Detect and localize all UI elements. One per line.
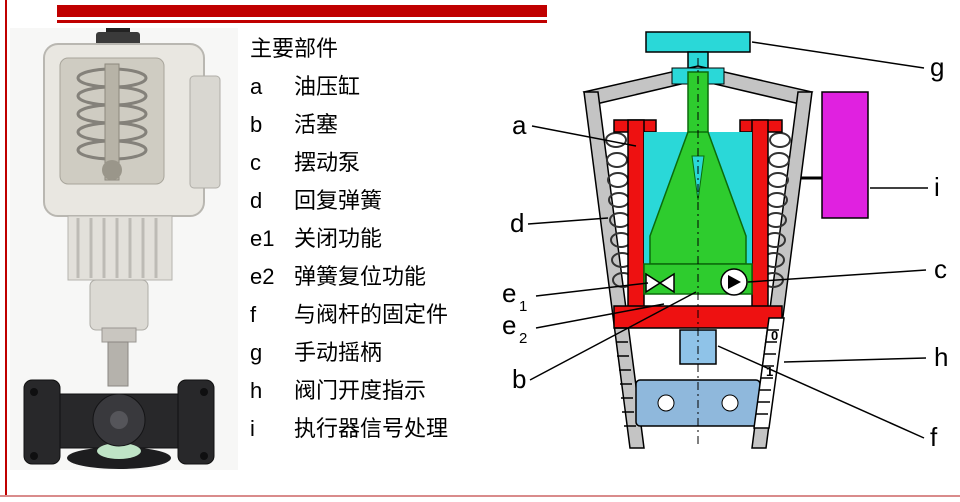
diagram-label-e1: e 1 — [502, 278, 527, 315]
svg-text:e: e — [502, 310, 516, 340]
legend-label: 回复弹簧 — [294, 188, 383, 213]
legend-key: c — [250, 150, 261, 175]
diagram-label-g: g — [930, 52, 944, 82]
parts-legend: 主要部件 a 油压缸 b 活塞 c 摆动泵 d 回复弹簧 e1 关闭功能 e2 … — [250, 36, 498, 454]
legend-key: b — [250, 112, 263, 137]
diagram-label-i: i — [934, 172, 940, 202]
leader-lines — [527, 41, 928, 439]
diagram-label-f: f — [930, 422, 938, 452]
slide-bottom-line — [0, 495, 960, 497]
slide-accent-bar — [57, 5, 547, 17]
diagram-label-c: c — [934, 254, 947, 284]
flange-bolts — [30, 388, 208, 460]
oil-cylinder — [613, 119, 783, 329]
legend-label: 阀门开度指示 — [294, 378, 427, 403]
closing-valve-symbol — [645, 272, 675, 294]
scale-mark-1: 1 — [766, 364, 773, 379]
swing-pump-symbol — [720, 268, 748, 296]
legend-title: 主要部件 — [250, 36, 339, 61]
diagram-label-e2: e 2 — [502, 310, 527, 347]
legend-item-c: c 摆动泵 — [250, 150, 498, 175]
diagram-label-b: b — [512, 364, 526, 394]
diagram-label-h: h — [934, 342, 948, 372]
legend-label: 摆动泵 — [294, 150, 361, 175]
legend-label: 关闭功能 — [294, 226, 383, 251]
stem-coupling — [101, 327, 137, 343]
legend-key: f — [250, 302, 257, 327]
actuator-photo-graphic — [10, 28, 238, 470]
actuator-lower-cylinder — [89, 279, 149, 331]
diagram-label-d: d — [510, 208, 524, 238]
legend-item-a: a 油压缸 — [250, 74, 498, 99]
valve-stem — [107, 341, 129, 387]
signal-processing-box — [821, 91, 869, 219]
legend-item-i: i 执行器信号处理 — [250, 416, 498, 441]
legend-item-g: g 手动摇柄 — [250, 340, 498, 365]
svg-text:d: d — [510, 208, 524, 238]
legend-label: 弹簧复位功能 — [294, 264, 427, 289]
legend-item-b: b 活塞 — [250, 112, 498, 137]
legend-key: e2 — [250, 264, 275, 289]
legend-label: 手动摇柄 — [294, 340, 383, 365]
legend-label: 与阀杆的固定件 — [294, 302, 449, 327]
actuator-schematic: 0 1 — [488, 28, 956, 473]
svg-text:e: e — [502, 278, 516, 308]
legend-item-e1: e1 关闭功能 — [250, 226, 498, 251]
actuator-photo — [10, 28, 238, 470]
svg-text:h: h — [934, 342, 948, 372]
actuator-rod-nut — [102, 160, 122, 180]
slide-left-border — [5, 0, 7, 497]
valve-center-hole — [110, 411, 128, 429]
legend-label: 活塞 — [294, 112, 339, 137]
svg-text:b: b — [512, 364, 526, 394]
svg-text:1: 1 — [519, 298, 527, 315]
diagram-label-a: a — [512, 110, 527, 140]
schematic-graphic: 0 1 — [502, 31, 948, 452]
opening-indicator-scale: 0 1 — [753, 317, 785, 429]
svg-text:g: g — [930, 52, 944, 82]
svg-text:a: a — [512, 110, 527, 140]
legend-key: d — [250, 188, 263, 213]
legend-key: i — [250, 416, 255, 441]
svg-text:i: i — [934, 172, 940, 202]
slide-accent-underline — [57, 20, 547, 23]
legend-item-f: f 与阀杆的固定件 — [250, 302, 498, 327]
left-wall-ticks — [615, 327, 636, 427]
svg-text:2: 2 — [519, 330, 527, 347]
legend-item-e2: e2 弹簧复位功能 — [250, 264, 498, 289]
legend-key: g — [250, 340, 263, 365]
svg-text:f: f — [930, 422, 938, 452]
legend-item-d: d 回复弹簧 — [250, 188, 498, 213]
valve-gasket — [97, 443, 141, 459]
legend-key: a — [250, 74, 263, 99]
legend-item-h: h 阀门开度指示 — [250, 378, 498, 403]
legend-key: h — [250, 378, 263, 403]
legend-key: e1 — [250, 226, 275, 251]
legend-label: 执行器信号处理 — [294, 416, 449, 441]
svg-text:c: c — [934, 254, 947, 284]
scale-mark-0: 0 — [771, 328, 778, 343]
legend-label: 油压缸 — [294, 74, 361, 99]
actuator-neck — [67, 215, 173, 281]
